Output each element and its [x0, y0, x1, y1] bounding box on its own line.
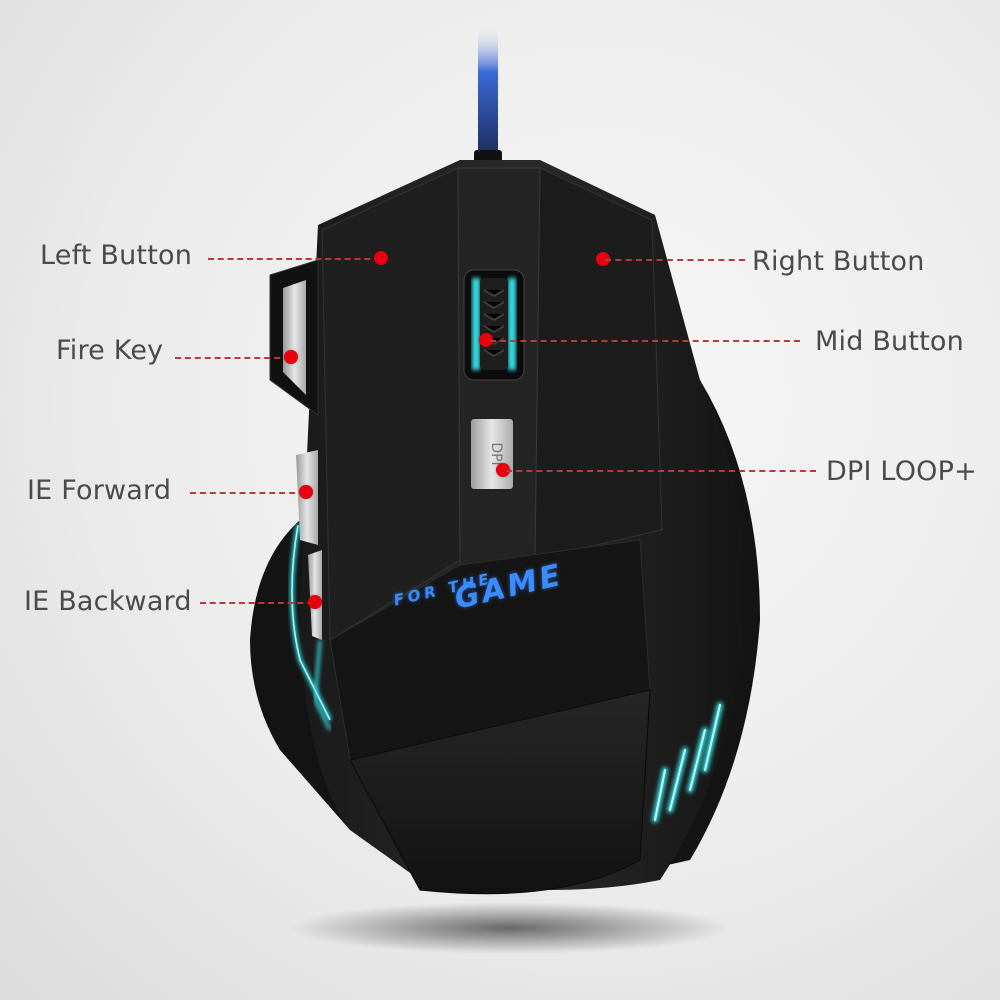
braided-cable — [478, 25, 498, 160]
callout-line-ie-forward — [190, 492, 305, 494]
label-fire-key: Fire Key — [56, 335, 164, 366]
callout-line-mid-button — [490, 340, 800, 342]
callout-dot-right-button — [596, 252, 610, 266]
label-dpi-loop: DPI LOOP+ — [826, 456, 977, 487]
right-button-shell — [529, 167, 663, 561]
callout-dot-mid-button — [479, 333, 493, 347]
dpi-button-text: DPI — [488, 442, 504, 465]
callout-line-dpi-loop — [506, 470, 816, 472]
logo-panel — [329, 539, 651, 761]
left-button-shell — [321, 167, 461, 641]
label-ie-forward: IE Forward — [27, 475, 172, 506]
label-left-button: Left Button — [40, 240, 193, 271]
callout-line-ie-backward — [200, 602, 313, 604]
palm-rest — [349, 689, 651, 895]
label-ie-backward: IE Backward — [24, 586, 192, 617]
callout-line-fire-key — [175, 357, 290, 359]
callout-dot-fire-key — [284, 350, 298, 364]
callout-dot-dpi-loop — [496, 463, 510, 477]
scroll-wheel — [480, 278, 508, 370]
callout-line-left-button — [208, 258, 380, 260]
label-mid-button: Mid Button — [815, 326, 964, 357]
callout-dot-ie-forward — [299, 485, 313, 499]
label-right-button: Right Button — [752, 246, 925, 277]
callout-dot-left-button — [374, 251, 388, 265]
callout-line-right-button — [605, 259, 745, 261]
callout-dot-ie-backward — [308, 595, 322, 609]
floor-shadow — [290, 902, 730, 954]
fire-key-button — [283, 280, 306, 395]
